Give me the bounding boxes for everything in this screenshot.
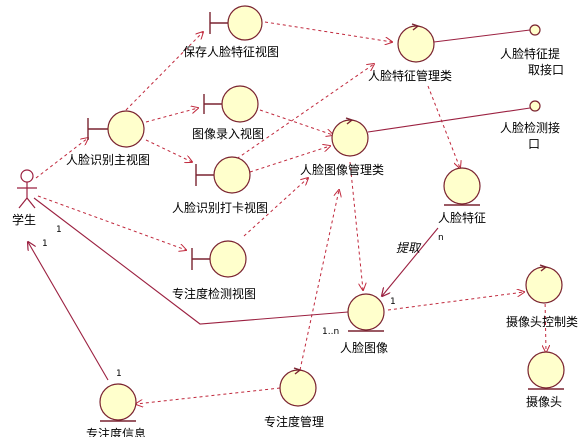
mult-1-actor: 1 xyxy=(56,225,62,235)
control-camera-controller[interactable]: 摄像头控制类 xyxy=(506,264,578,329)
label-extract: 提取 xyxy=(396,241,422,255)
assoc-info-actor xyxy=(28,242,109,381)
entity-feature[interactable]: 人脸特征 xyxy=(438,167,486,225)
input-view-label: 图像录入视图 xyxy=(192,126,264,141)
boundary-checkin-view[interactable]: 人脸识别打卡视图 xyxy=(172,156,268,215)
entity-image[interactable]: 人脸图像 xyxy=(340,293,388,355)
dep-focusmgr-image xyxy=(299,190,339,371)
dep-focusmgr-info xyxy=(136,387,281,404)
assoc-extract xyxy=(382,227,439,296)
assoc-actor-image xyxy=(33,197,349,325)
dep-checkin-feature xyxy=(231,64,374,163)
dep-main-input xyxy=(145,108,198,123)
dependency-lines xyxy=(35,21,546,404)
dep-checkin-image xyxy=(249,146,330,173)
feature-manager-label: 人脸特征管理类 xyxy=(368,68,452,83)
dep-image-camera-ctrl xyxy=(387,292,524,311)
control-feature-manager[interactable]: 人脸特征管理类 xyxy=(368,23,452,83)
focus-manager-label: 专注度管理 xyxy=(264,414,324,429)
save-view-label: 保存人脸特征视图 xyxy=(183,44,279,59)
interface-extract[interactable]: 人脸特征提 取接口 xyxy=(500,24,564,77)
interface-detect[interactable]: 人脸检测接 口 xyxy=(500,100,560,151)
dep-main-checkin xyxy=(145,139,192,162)
detect-iface-line1: 人脸检测接 xyxy=(500,120,560,135)
assoc-feature-extract xyxy=(433,29,531,43)
camera-label: 摄像头 xyxy=(526,394,562,409)
dep-feature-entity xyxy=(427,85,460,168)
boundary-save-view[interactable]: 保存人脸特征视图 xyxy=(183,5,279,59)
detect-iface-line2: 口 xyxy=(528,137,540,151)
control-focus-manager[interactable]: 专注度管理 xyxy=(264,367,324,429)
extract-iface-line1: 人脸特征提 xyxy=(500,46,560,61)
main-view-label: 人脸识别主视图 xyxy=(66,152,150,167)
image-entity-label: 人脸图像 xyxy=(340,341,388,355)
dep-main-save xyxy=(125,32,203,111)
extract-iface-line2: 取接口 xyxy=(528,62,564,77)
boundary-input-view[interactable]: 图像录入视图 xyxy=(192,85,264,141)
mult-1-focus: 1 xyxy=(116,369,122,379)
entity-focus-info[interactable]: 专注度信息 xyxy=(86,383,146,437)
association-lines xyxy=(28,29,531,381)
boundary-focus-view[interactable]: 专注度检测视图 xyxy=(172,240,256,301)
focus-view-label: 专注度检测视图 xyxy=(172,286,256,301)
feature-entity-label: 人脸特征 xyxy=(438,210,486,225)
mult-1-actor-2: 1 xyxy=(42,239,48,249)
boundary-main-view[interactable]: 人脸识别主视图 xyxy=(66,110,150,167)
dep-save-feature xyxy=(264,21,392,42)
actor-label: 学生 xyxy=(12,212,36,227)
mult-n: n xyxy=(438,233,444,243)
checkin-view-label: 人脸识别打卡视图 xyxy=(172,200,268,215)
dep-imagemgr-image xyxy=(349,161,363,290)
dep-actor-focus-view xyxy=(37,195,186,250)
assoc-image-detect xyxy=(367,107,531,133)
camera-controller-label: 摄像头控制类 xyxy=(506,314,578,329)
control-image-manager[interactable]: 人脸图像管理类 xyxy=(300,117,384,177)
actor-student[interactable]: 学生 xyxy=(12,169,37,227)
dep-actor-main xyxy=(35,138,88,179)
dep-input-image xyxy=(259,109,333,135)
entity-camera[interactable]: 摄像头 xyxy=(526,351,565,409)
dep-focusview-image xyxy=(243,178,308,237)
mult-1-image: 1 xyxy=(390,297,396,307)
mult-1n: 1..n xyxy=(322,327,339,337)
image-manager-label: 人脸图像管理类 xyxy=(300,162,384,177)
focus-info-label: 专注度信息 xyxy=(86,426,146,437)
